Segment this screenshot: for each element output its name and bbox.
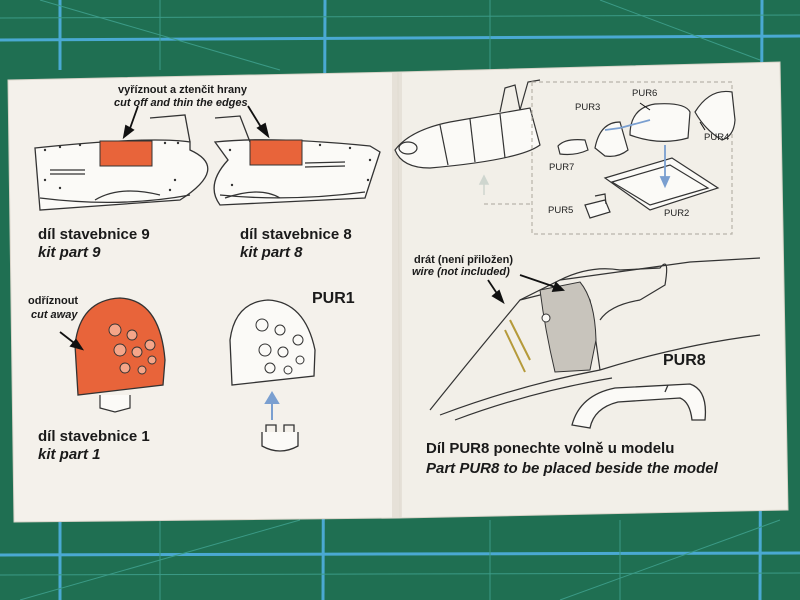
pur1-label: PUR1: [312, 290, 355, 307]
fuselage-cockpit-drawing: [429, 257, 761, 421]
cut-area-part-8: [249, 139, 303, 166]
pur8-note-cz: Díl PUR8 ponechte volně u modelu: [426, 440, 675, 457]
pur1-panel-drawing: [229, 299, 316, 452]
part1-label-en: kit part 1: [38, 446, 101, 463]
cutaway-label-cz: odříznout: [28, 295, 79, 307]
pur6-label: PUR6: [632, 88, 658, 99]
wing-part-9-drawing: [34, 114, 209, 211]
cut-instruction-en: cut off and thin the edges: [114, 97, 248, 109]
pur8-note-en: Part PUR8 to be placed beside the model: [426, 460, 718, 477]
pur8-label: PUR8: [663, 352, 706, 369]
instrument-panel-part-1-drawing: [74, 297, 166, 413]
part8-label-en: kit part 8: [240, 244, 303, 261]
part9-label-en: kit part 9: [38, 244, 101, 261]
cutaway-label-en: cut away: [31, 309, 78, 321]
pur2-label: PUR2: [664, 208, 690, 219]
part1-label-cz: díl stavebnice 1: [38, 428, 150, 445]
pur3-label: PUR3: [575, 102, 601, 113]
pur8-part-drawing: [571, 383, 707, 429]
part8-label-cz: díl stavebnice 8: [240, 226, 352, 243]
cockpit-nose-drawing: [394, 79, 541, 169]
cut-instruction-cz: vyříznout a ztenčit hrany: [118, 84, 247, 96]
pur1-arrow-icon: [264, 391, 280, 420]
wire-label-en: wire (not included): [412, 266, 510, 278]
pur7-label: PUR7: [549, 162, 575, 173]
part9-label-cz: díl stavebnice 9: [38, 226, 150, 243]
wire-label-cz: drát (není přiložen): [414, 254, 513, 266]
pur4-label: PUR4: [704, 132, 730, 143]
pur-parts-exploded-drawing: [557, 90, 736, 219]
cut-area-part-9: [99, 140, 153, 167]
pur5-label: PUR5: [548, 205, 574, 216]
